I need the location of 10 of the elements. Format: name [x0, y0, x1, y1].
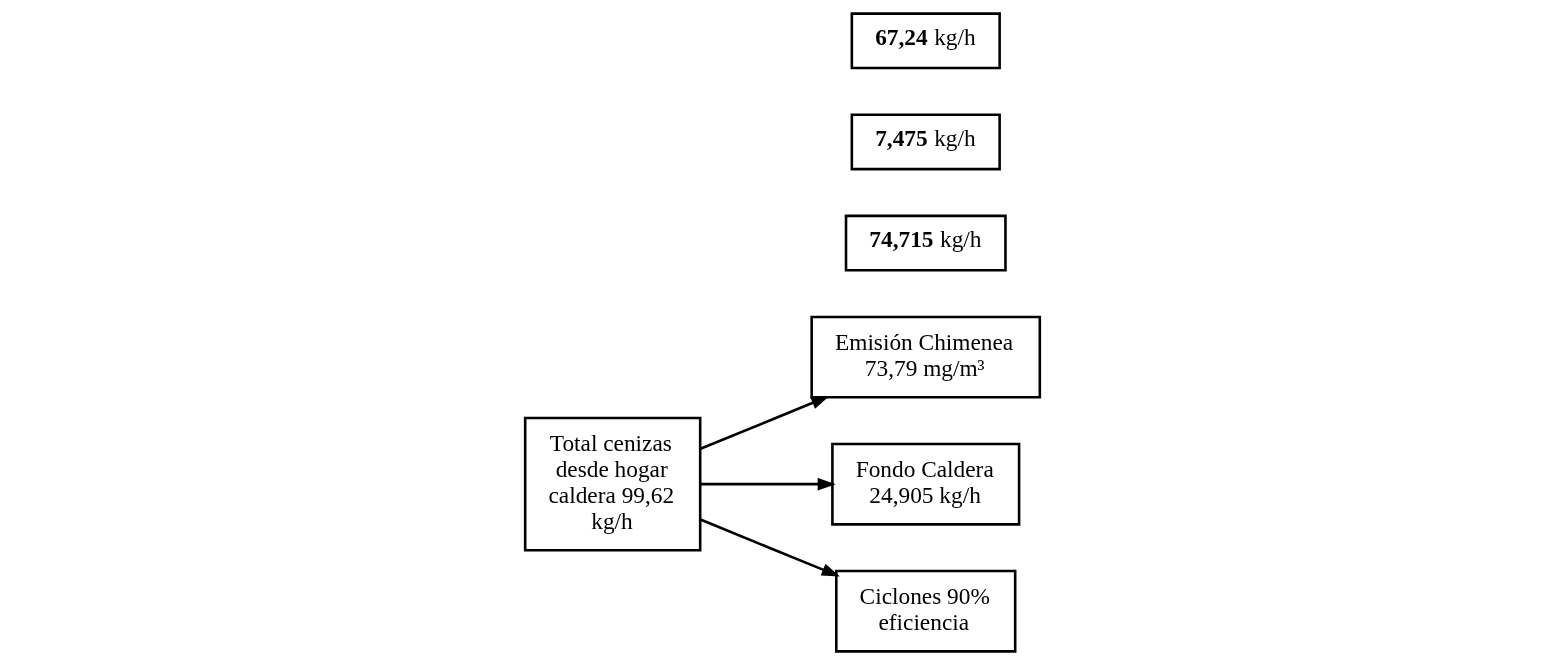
arrow [700, 477, 836, 491]
arrow [699, 518, 840, 577]
node-box: 7,475 kg/h [850, 113, 1001, 171]
node-box: 67,24 kg/h [850, 12, 1001, 70]
node-box: Emisión Chimenea 73,79 mg/m³ [810, 315, 1042, 399]
arrow [699, 396, 830, 450]
node-box: 74,715 kg/h [844, 214, 1007, 272]
node-box: Total cenizas desde hogar caldera 99,62 kg/h [523, 416, 702, 552]
node-box: Fondo Caldera 24,905 kg/h [831, 442, 1021, 526]
node-box: Ciclones 90% eficiencia [835, 569, 1017, 653]
